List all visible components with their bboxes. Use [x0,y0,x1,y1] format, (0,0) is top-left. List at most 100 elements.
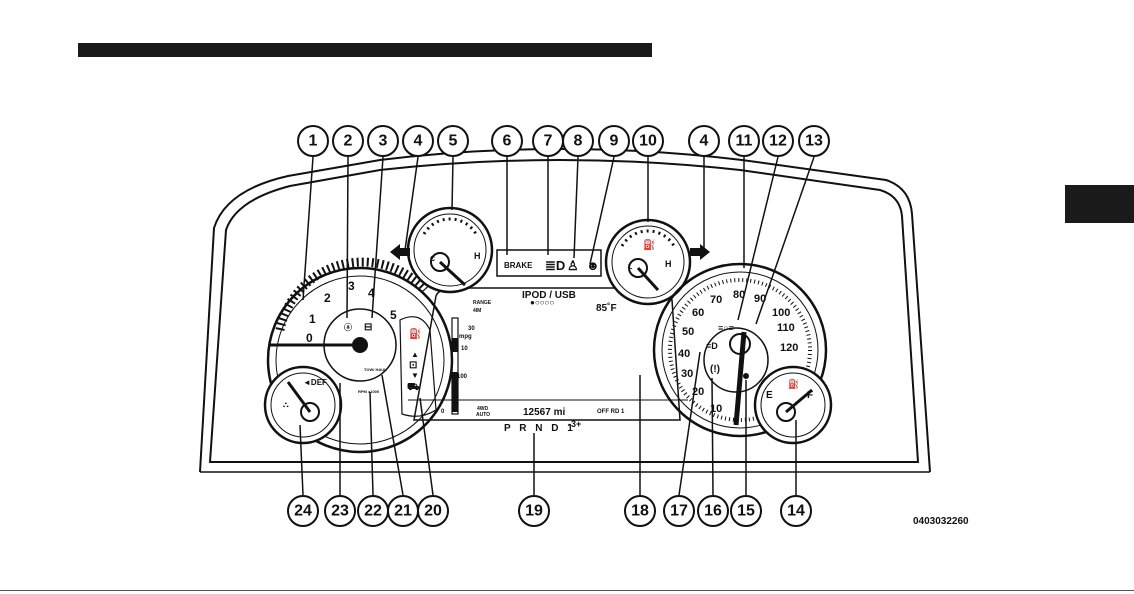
svg-text:21: 21 [394,503,412,520]
speed-tick-40: 40 [678,348,690,360]
callout-4-left: 4 [403,126,433,156]
fuel-empty: E [766,390,773,401]
odometer: 12567 mi [523,407,565,418]
airbag-icon: ☻ [586,258,600,273]
callout-20: 20 [418,496,448,526]
def-icon: ⛬ [283,400,289,409]
svg-text:22: 22 [364,503,382,520]
oil-can-icon: ⛽ [643,238,655,251]
brake-telltale: BRAKE [504,261,533,270]
callout-10: 10 [633,126,663,156]
callout-17: 17 [664,496,694,526]
callout-1: 1 [298,126,328,156]
svg-text:14: 14 [787,503,805,520]
fuel-gauge: E F ⛽ [755,367,831,443]
def-gauge: ◄DEF ⛬ [265,367,341,443]
svg-text:15: 15 [737,503,755,520]
outside-temperature: 85˚F [596,302,617,314]
svg-text:▼: ▼ [411,371,419,380]
mode-auto: AUTO [476,412,490,418]
speed-tick-60: 60 [692,307,704,319]
fog-lamp-icon: ≡D [706,341,718,351]
svg-text:19: 19 [525,503,543,520]
gear-range: -3+ [568,419,581,429]
svg-text:4: 4 [700,133,709,150]
svg-text:8: 8 [574,133,583,150]
tach-tick-3: 3 [348,279,355,293]
svg-text:20: 20 [424,503,442,520]
svg-text:▲: ▲ [411,350,419,359]
def-label: ◄DEF [303,378,327,387]
tach-tick-0: 0 [306,331,313,345]
svg-text:4: 4 [414,133,423,150]
bar-100: 100 [457,374,468,380]
tach-tick-5: 5 [390,308,397,322]
svg-text:6: 6 [503,133,512,150]
callout-3: 3 [368,126,398,156]
callout-7: 7 [533,126,563,156]
fuel-pump-icon: ⛽ [788,378,799,389]
temp-hot: H [474,251,481,261]
callout-18: 18 [625,496,655,526]
svg-text:13: 13 [805,133,823,150]
callout-9: 9 [599,126,629,156]
svg-text:3: 3 [379,133,388,150]
gear-selector: P R N D 1 [504,423,576,434]
tach-unit: RPM x1000 [358,389,380,394]
callout-15: 15 [731,496,761,526]
speed-tick-100: 100 [772,307,790,319]
callout-6: 6 [492,126,522,156]
tach-tick-2: 2 [324,291,331,305]
speed-tick-30: 30 [681,368,693,380]
tire-pressure-icon: (!) [710,364,720,375]
svg-text:7: 7 [544,133,553,150]
figure-id: 0403032260 [913,516,969,527]
mpg-30: 30 [468,326,475,332]
svg-text:10: 10 [639,133,657,150]
callout-24: 24 [288,496,318,526]
oil-low: L [628,264,633,271]
telltale-strip: BRAKE ≣D ♙ ☻ [497,250,601,276]
oil-high: H [665,259,672,269]
svg-text:2: 2 [344,133,353,150]
svg-text:23: 23 [331,503,349,520]
callout-13: 13 [799,126,829,156]
callout-11: 11 [729,126,759,156]
callout-23: 23 [325,496,355,526]
fuel-door-icon: ⛽ [409,327,421,340]
media-dots: ●○○○○ [530,298,554,307]
security-indicator [743,373,749,379]
check-engine-icon: ⊟ [364,322,372,333]
high-beam-icon: ≣D [545,258,565,273]
fuel-full: F [807,390,813,401]
callout-4-right: 4 [689,126,719,156]
svg-text:11: 11 [736,133,753,150]
tach-tick-1: 1 [309,312,316,326]
center-display [408,288,688,420]
offroad-mode: OFF RD 1 [597,409,625,415]
trailer-icon: ⊡ [409,360,417,371]
svg-text:17: 17 [670,503,688,520]
callout-21: 21 [388,496,418,526]
speed-tick-110: 110 [777,322,795,334]
tow-haul-indicator: TOW/ HAUL [364,367,387,372]
park-lamp-icon: ≡○≡ [718,323,734,333]
coolant-temp-gauge: C H [408,208,492,292]
callout-5: 5 [438,126,468,156]
callout-8: 8 [563,126,593,156]
svg-text:18: 18 [631,503,649,520]
range-label: RANGE [473,300,492,306]
callout-12: 12 [763,126,793,156]
svg-text:12: 12 [769,133,787,150]
mpg-label: mpg [459,334,472,340]
bar-0: 0 [441,409,445,415]
right-turn-icon [690,244,710,260]
svg-text:16: 16 [704,503,722,520]
callout-14: 14 [781,496,811,526]
callout-19: 19 [519,496,549,526]
display-text: IPOD / USB ●○○○○ 85˚F RANGE 4IM 30 mpg 1… [441,290,625,434]
speed-tick-120: 120 [780,342,798,354]
seatbelt-icon: ♙ [567,258,579,273]
callout-22: 22 [358,496,388,526]
